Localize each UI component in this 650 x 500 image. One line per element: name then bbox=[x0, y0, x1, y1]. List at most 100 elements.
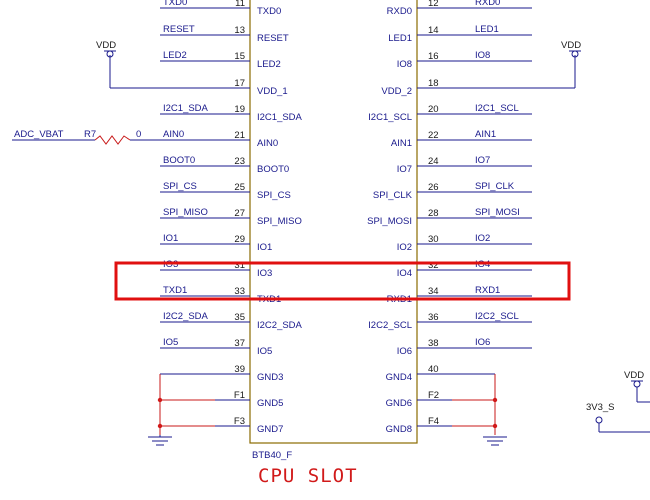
pin-number-20: 20 bbox=[428, 104, 439, 115]
pin-number-11: 11 bbox=[235, 0, 245, 9]
pin-number-30: 30 bbox=[428, 234, 439, 245]
junction-gnd5 bbox=[157, 397, 163, 403]
net-label-AIN1: AIN1 bbox=[475, 129, 496, 140]
pin-name-23: BOOT0 bbox=[257, 164, 289, 175]
resistor-value: 0 bbox=[136, 129, 141, 140]
pin-number-F2: F2 bbox=[428, 390, 439, 401]
net-label-IO6: IO6 bbox=[475, 337, 490, 348]
pin-name-26: SPI_CLK bbox=[373, 190, 413, 201]
pin-name-18: VDD_2 bbox=[381, 86, 412, 97]
pin-name-14: LED1 bbox=[388, 33, 412, 44]
pin-name-40: GND4 bbox=[386, 372, 412, 383]
pin-name-39: GND3 bbox=[257, 372, 283, 383]
pin-number-40: 40 bbox=[428, 364, 439, 375]
pin-name-F3: GND7 bbox=[257, 424, 283, 435]
pin-number-38: 38 bbox=[428, 338, 439, 349]
pin-number-32: 32 bbox=[428, 260, 439, 271]
resistor-symbol bbox=[94, 135, 131, 145]
pin-number-37: 37 bbox=[234, 338, 245, 349]
junction-gnd6 bbox=[492, 397, 498, 403]
vdd-right-label: VDD bbox=[561, 40, 581, 51]
net-label-I2C2_SCL: I2C2_SCL bbox=[475, 311, 519, 322]
pin-name-37: IO5 bbox=[257, 346, 272, 357]
pin-name-24: IO7 bbox=[397, 164, 412, 175]
pin-name-25: SPI_CS bbox=[257, 190, 291, 201]
net-label-IO2: IO2 bbox=[475, 233, 490, 244]
pin-number-F3: F3 bbox=[234, 416, 245, 427]
pin-name-29: IO1 bbox=[257, 242, 272, 253]
pin-name-F4: GND8 bbox=[386, 424, 412, 435]
pin-name-22: AIN1 bbox=[391, 138, 412, 149]
net-label-I2C2_SDA: I2C2_SDA bbox=[163, 311, 209, 322]
pin-name-30: IO2 bbox=[397, 242, 412, 253]
pin-number-22: 22 bbox=[428, 130, 439, 141]
net-label-IO7: IO7 bbox=[475, 155, 490, 166]
vdd-far-label: VDD bbox=[624, 370, 644, 381]
pin-number-17: 17 bbox=[234, 78, 245, 89]
pin-name-13: RESET bbox=[257, 33, 289, 44]
net-label-BOOT0: BOOT0 bbox=[163, 155, 195, 166]
pin-number-39: 39 bbox=[234, 364, 245, 375]
component-outline bbox=[249, 0, 418, 444]
pin-name-27: SPI_MISO bbox=[257, 216, 302, 227]
pin-name-F2: GND6 bbox=[386, 398, 412, 409]
pin-name-17: VDD_1 bbox=[257, 86, 288, 97]
pin-number-26: 26 bbox=[428, 182, 439, 193]
pin-number-25: 25 bbox=[234, 182, 245, 193]
pin-number-27: 27 bbox=[234, 208, 245, 219]
pin-name-16: IO8 bbox=[397, 59, 412, 70]
pin-number-15: 15 bbox=[234, 51, 245, 62]
net-label-SPI_MOSI: SPI_MOSI bbox=[475, 207, 520, 218]
pin-number-28: 28 bbox=[428, 208, 439, 219]
pin-number-33: 33 bbox=[234, 286, 245, 297]
pin-name-19: I2C1_SDA bbox=[257, 112, 303, 123]
pin-name-15: LED2 bbox=[257, 59, 281, 70]
net-label-TXD0: TXD0 bbox=[163, 0, 187, 8]
3v3-symbol bbox=[595, 416, 603, 424]
net-label-SPI_CS: SPI_CS bbox=[163, 181, 197, 192]
vdd-left-label: VDD bbox=[96, 40, 116, 51]
net-label-I2C1_SCL: I2C1_SCL bbox=[475, 103, 519, 114]
vdd-far-symbol bbox=[633, 380, 641, 388]
pin-number-F1: F1 bbox=[234, 390, 245, 401]
net-label-RXD1: RXD1 bbox=[475, 285, 500, 296]
pin-name-35: I2C2_SDA bbox=[257, 320, 303, 331]
pin-number-12: 12 bbox=[428, 0, 439, 9]
pin-number-18: 18 bbox=[428, 78, 439, 89]
net-label-SPI_CLK: SPI_CLK bbox=[475, 181, 515, 192]
net-label-IO8: IO8 bbox=[475, 50, 490, 61]
pin-number-13: 13 bbox=[234, 25, 245, 36]
adc-net-label: ADC_VBAT bbox=[14, 129, 64, 140]
pin-number-23: 23 bbox=[234, 156, 245, 167]
pin-name-28: SPI_MOSI bbox=[367, 216, 412, 227]
highlight-box bbox=[114, 261, 571, 301]
resistor-ref: R7 bbox=[84, 129, 96, 140]
pin-name-12: RXD0 bbox=[387, 6, 412, 17]
net-label-SPI_MISO: SPI_MISO bbox=[163, 207, 208, 218]
pin-name-F1: GND5 bbox=[257, 398, 283, 409]
net-label-RESET: RESET bbox=[163, 24, 195, 35]
pin-number-24: 24 bbox=[428, 156, 439, 167]
pin-number-19: 19 bbox=[234, 104, 245, 115]
net-label-I2C1_SDA: I2C1_SDA bbox=[163, 103, 209, 114]
net-label-IO1: IO1 bbox=[163, 233, 178, 244]
net-label-TXD1: TXD1 bbox=[163, 285, 187, 296]
net-label-LED2: LED2 bbox=[163, 50, 187, 61]
junction-gnd7 bbox=[157, 423, 163, 429]
pin-number-F4: F4 bbox=[428, 416, 439, 427]
pin-name-32: IO4 bbox=[397, 268, 412, 279]
pin-number-14: 14 bbox=[428, 25, 439, 36]
part-ref: BTB40_F bbox=[252, 450, 292, 461]
net-label-LED1: LED1 bbox=[475, 24, 499, 35]
pin-name-21: AIN0 bbox=[257, 138, 278, 149]
pin-number-35: 35 bbox=[234, 312, 245, 323]
net-label-IO5: IO5 bbox=[163, 337, 178, 348]
net-label-AIN0: AIN0 bbox=[163, 129, 184, 140]
pin-name-31: IO3 bbox=[257, 268, 272, 279]
pin-number-31: 31 bbox=[234, 260, 245, 271]
pin-name-11: TXD0 bbox=[257, 6, 281, 17]
label-3v3: 3V3_S bbox=[586, 402, 615, 413]
pin-name-36: I2C2_SCL bbox=[368, 320, 412, 331]
pin-number-29: 29 bbox=[234, 234, 245, 245]
